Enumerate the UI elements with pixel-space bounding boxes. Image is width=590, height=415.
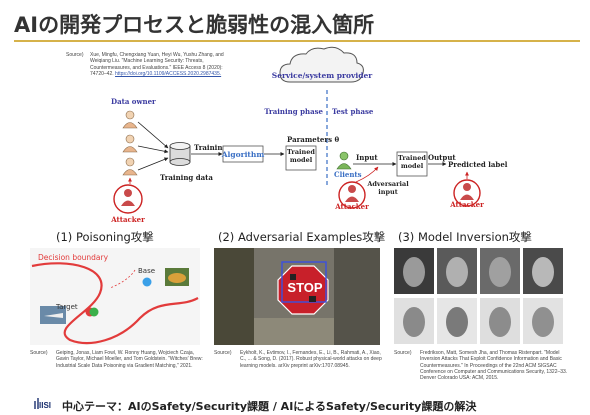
parameters-label: Parameters θ <box>287 135 339 144</box>
source-3: Fredrikson, Matt, Somesh Jha, and Thomas… <box>420 350 568 382</box>
service-provider-label: Service/system provider <box>272 71 373 80</box>
trained-model-box-2 <box>396 151 428 177</box>
trained-model-label-1: Trained model <box>287 148 315 164</box>
person-icon <box>122 110 138 129</box>
person-icon <box>122 157 138 176</box>
predicted-label-text: Predicted label <box>448 160 508 169</box>
person-icon <box>122 134 138 153</box>
iisi-logo-icon <box>34 398 39 409</box>
training-phase-label: Training phase <box>264 107 323 116</box>
decision-boundary-label: Decision boundary <box>38 253 109 262</box>
attacker-label-1: Attacker <box>110 215 145 224</box>
face-image <box>437 248 477 294</box>
base-point <box>142 277 152 287</box>
data-owner-label: Data owner <box>111 97 156 106</box>
top-source-link[interactable]: https://doi.org/10.1109/ACCESS.2020.2987… <box>115 70 222 77</box>
clients-label: Clients <box>334 170 362 179</box>
plane-icon <box>40 306 66 324</box>
caption-adversarial: (2) Adversarial Examples攻撃 <box>218 230 386 244</box>
training-data-label: Training data <box>160 173 213 182</box>
source-3-label: Source) <box>394 350 412 356</box>
poisoning-figure: Decision boundary Base Target <box>30 248 200 345</box>
algorithm-box <box>222 145 264 163</box>
caption-poisoning: (1) Poisoning攻撃 <box>56 230 154 244</box>
algorithm-label: Algorithm <box>221 150 265 159</box>
trained-model-label-2: Trained model <box>398 154 426 170</box>
source-2: Eykholt, K., Evtimov, I., Fernandes, E.,… <box>240 350 382 369</box>
input-label: Input <box>356 153 378 162</box>
base-label: Base <box>138 267 156 275</box>
person-icon <box>336 151 352 170</box>
training-label: Training <box>194 143 227 152</box>
source-1: Geiping, Jonas, Liam Fowl, W. Ronny Huan… <box>56 350 203 369</box>
source-2-label: Source) <box>214 350 232 356</box>
attacker-icon <box>113 184 143 214</box>
top-source: Xue, Mingfu, Chengxiang Yuan, Heyi Wu, Y… <box>90 52 240 77</box>
footer-theme: 中心テーマ：AIのSafety/Security課題 / AIによるSafety… <box>62 400 477 413</box>
source-1-label: Source) <box>30 350 48 356</box>
output-label: Output <box>428 153 456 162</box>
face-image <box>480 298 520 344</box>
attack-diagram: Service/system provider Training phase T… <box>110 46 508 224</box>
target-label: Target <box>56 303 78 311</box>
face-image <box>394 298 434 344</box>
title-underline <box>14 40 580 42</box>
stop-sign-text: STOP <box>287 280 323 295</box>
adversarial-input-label: Adversarial input <box>367 180 409 196</box>
attacker-icon <box>453 179 481 207</box>
face-image <box>437 298 477 344</box>
top-source-text: Xue, Mingfu, Chengxiang Yuan, Heyi Wu, Y… <box>90 52 224 77</box>
target-point-green <box>89 307 99 317</box>
face-image <box>523 248 563 294</box>
page-title: AIの開発プロセスと脆弱性の混入箇所 <box>14 13 375 37</box>
attacker-icon <box>338 181 366 209</box>
face-image <box>394 248 434 294</box>
attacker-label-2: Attacker <box>334 202 369 211</box>
face-image <box>523 298 563 344</box>
model-inversion-faces <box>394 248 566 345</box>
stop-sign-photo: STOP <box>214 248 380 345</box>
database-icon <box>169 142 191 166</box>
cloud-icon <box>279 46 364 83</box>
trained-model-box-1 <box>285 145 317 171</box>
frog-icon <box>165 268 189 286</box>
top-source-label: Source) <box>66 52 84 58</box>
test-phase-label: Test phase <box>332 107 374 116</box>
caption-model-inversion: (3) Model Inversion攻撃 <box>398 230 532 244</box>
face-image <box>480 248 520 294</box>
iisi-logo-text: IISI <box>39 401 52 410</box>
attacker-label-3: Attacker <box>449 200 484 209</box>
